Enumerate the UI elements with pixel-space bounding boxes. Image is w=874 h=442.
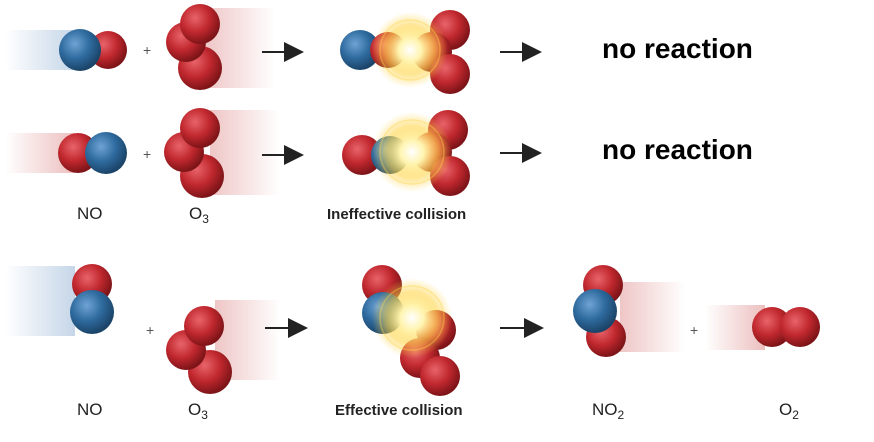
label-o2: O2 bbox=[779, 400, 799, 422]
collision-flash bbox=[372, 278, 452, 358]
collision-flash bbox=[372, 112, 452, 192]
row1-o3-molecule bbox=[166, 4, 275, 90]
caption-effective-collision: Effective collision bbox=[335, 402, 463, 419]
row1-result: no reaction bbox=[602, 33, 753, 64]
plus-sign-row2: + bbox=[143, 146, 152, 162]
no2-molecule bbox=[573, 265, 685, 357]
collision-flash bbox=[372, 12, 448, 88]
caption-ineffective-collision: Ineffective collision bbox=[327, 206, 467, 223]
label-no-row2: NO bbox=[77, 204, 103, 223]
row3-o3-molecule bbox=[166, 300, 280, 394]
row2-result: no reaction bbox=[602, 134, 753, 165]
label-o3-row2: O3 bbox=[189, 204, 209, 226]
effective-collision bbox=[362, 265, 460, 396]
plus-sign-row1: + bbox=[143, 42, 152, 58]
plus-sign-products: + bbox=[690, 322, 699, 338]
row1-no-molecule bbox=[5, 29, 127, 71]
plus-sign-row3: + bbox=[146, 322, 155, 338]
o2-molecule bbox=[705, 305, 820, 350]
row2-ineffective-collision bbox=[342, 110, 470, 196]
row2-no-molecule bbox=[5, 132, 127, 174]
row2-o3-molecule bbox=[164, 108, 280, 198]
label-o3-row3: O3 bbox=[188, 400, 208, 422]
row1-ineffective-collision bbox=[340, 10, 470, 94]
row3-no-molecule bbox=[5, 264, 114, 336]
label-no2: NO2 bbox=[592, 400, 625, 422]
label-no-row3: NO bbox=[77, 400, 103, 419]
